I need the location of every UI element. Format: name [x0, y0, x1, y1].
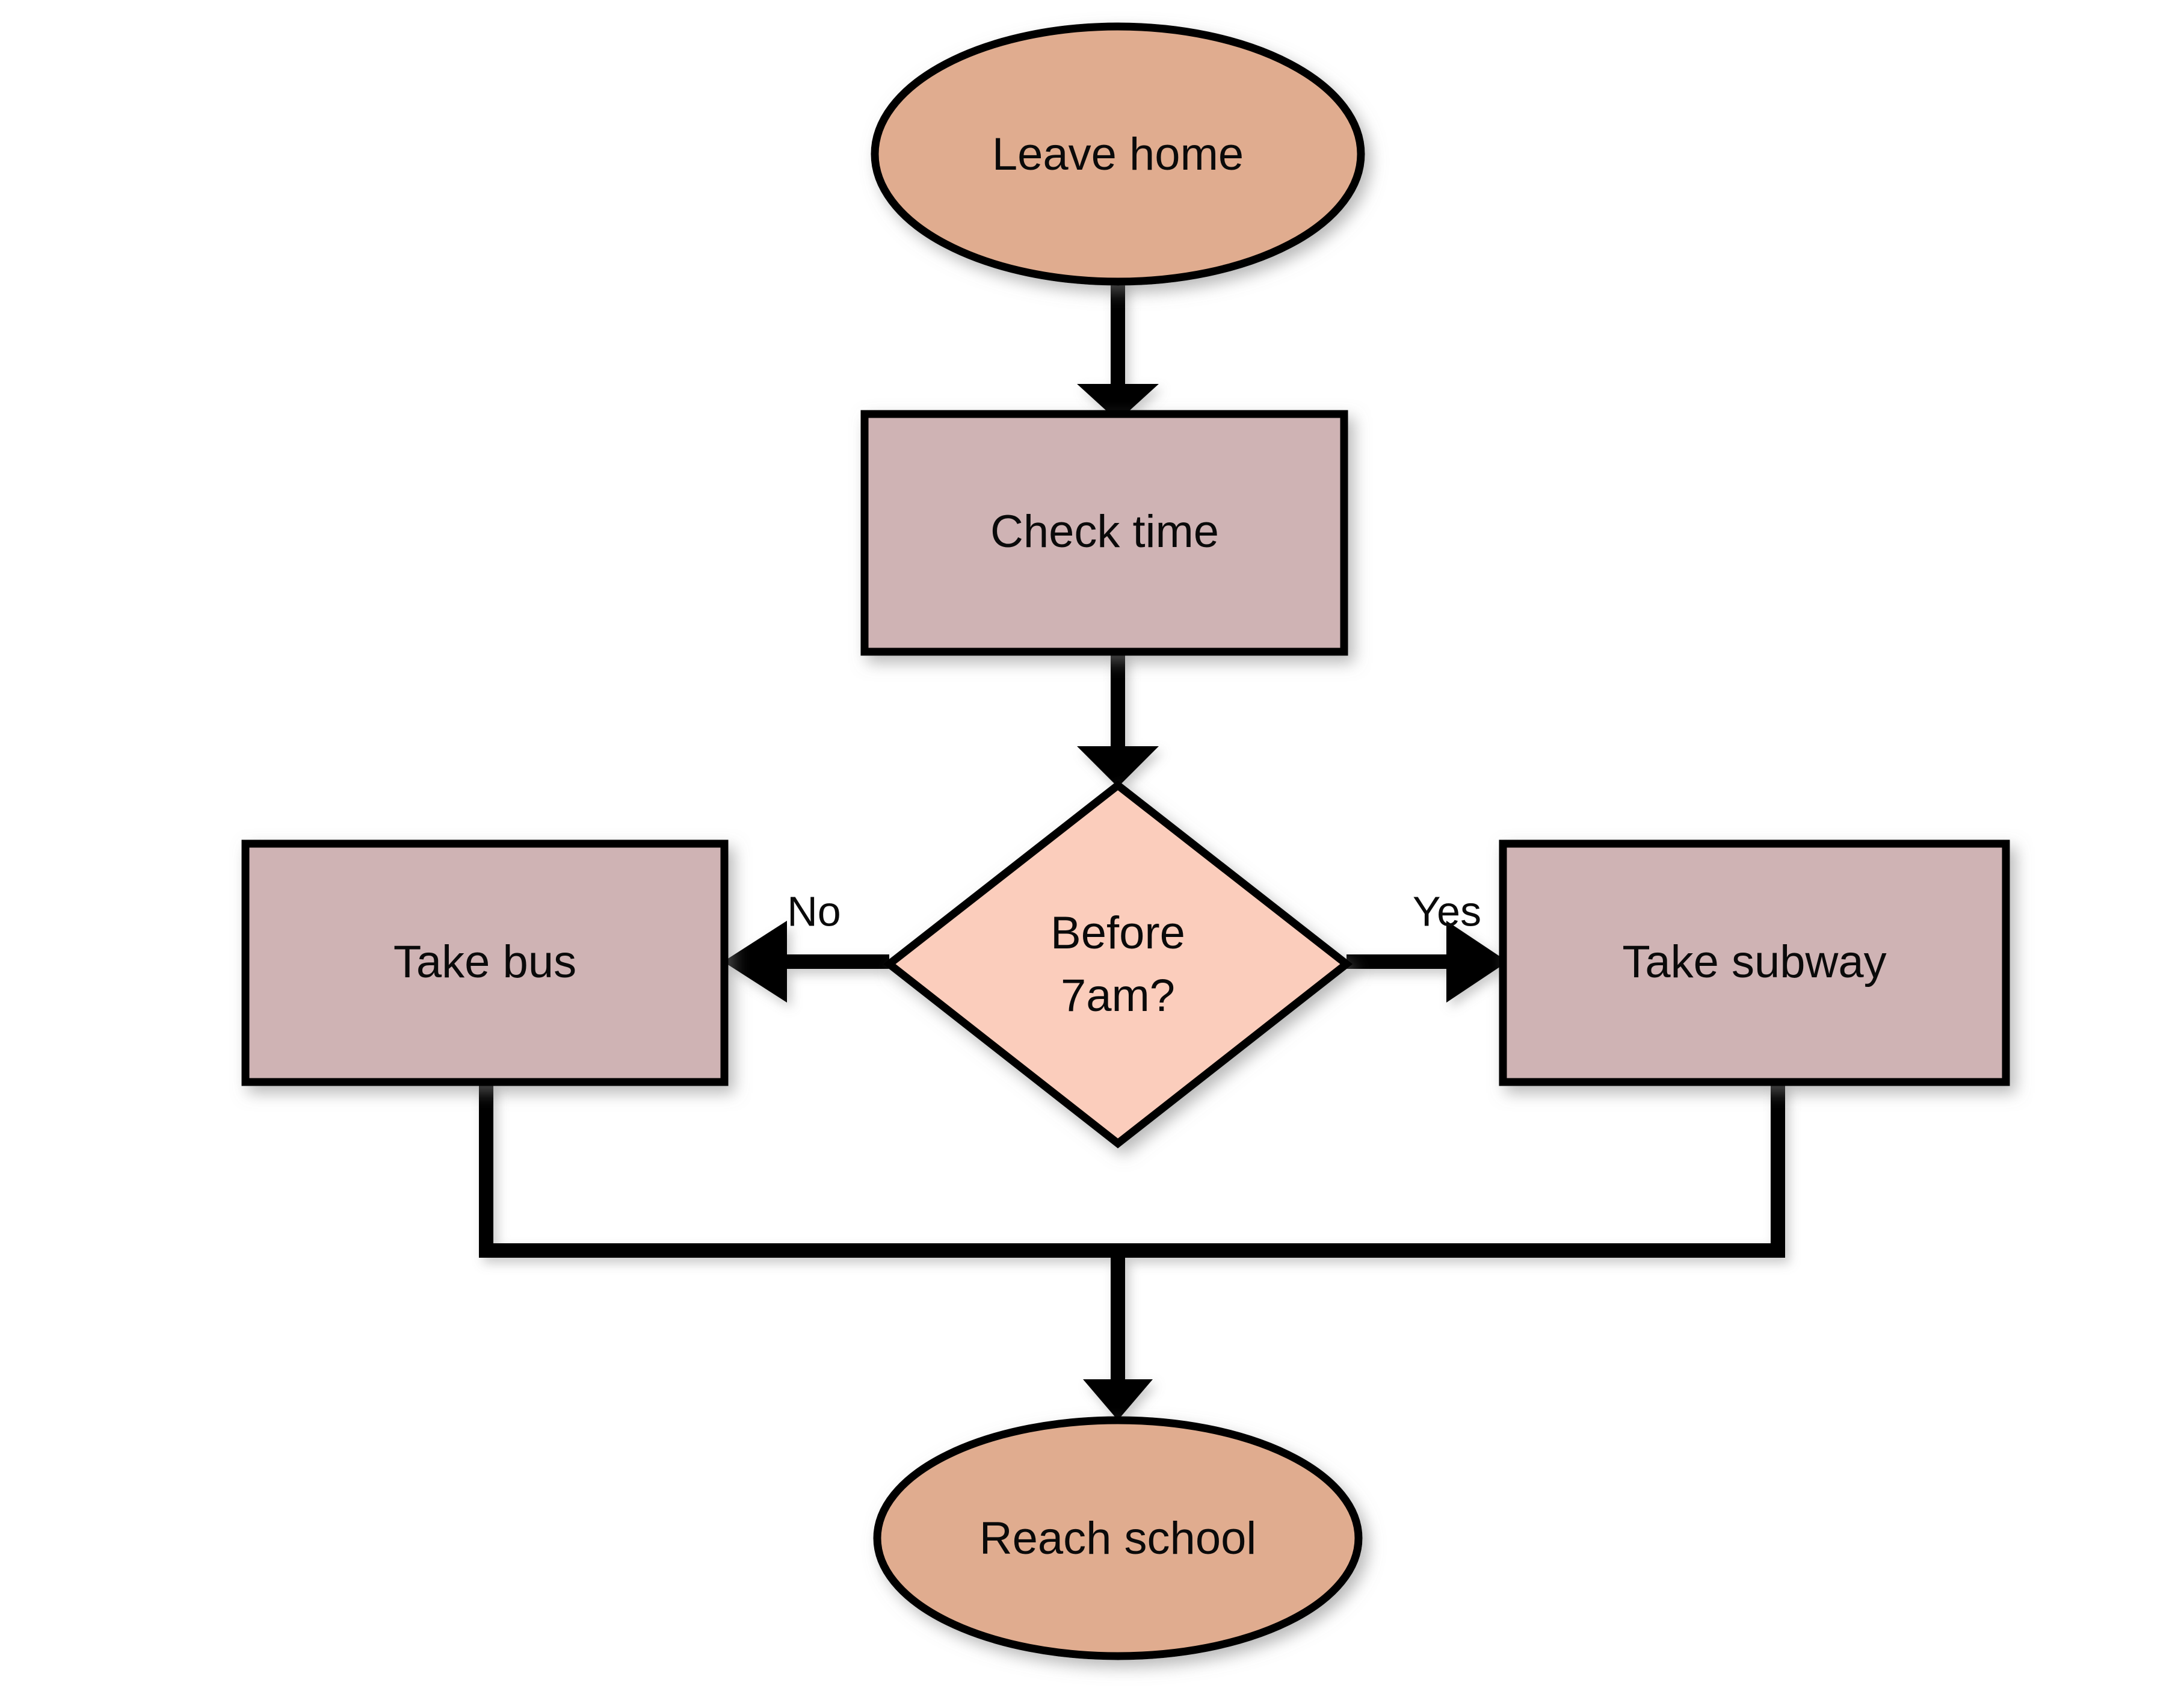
- check-time-label: Check time: [990, 506, 1219, 557]
- connector-leave-home-to-check-time: [1077, 278, 1159, 421]
- take-bus-label: Take bus: [393, 936, 576, 988]
- before-7am-diamond[interactable]: [883, 780, 1353, 1149]
- node-before-7am[interactable]: Before 7am?: [883, 780, 1353, 1149]
- connector-decision-to-take-bus: [723, 921, 889, 1003]
- before-7am-label-line1: Before: [1050, 907, 1185, 959]
- connector-decision-to-take-subway: [1346, 921, 1508, 1003]
- node-take-bus[interactable]: Take bus: [241, 839, 729, 1086]
- node-take-subway[interactable]: Take subway: [1499, 839, 2010, 1086]
- take-subway-label: Take subway: [1622, 936, 1886, 988]
- node-check-time[interactable]: Check time: [860, 410, 1348, 656]
- node-reach-school[interactable]: Reach school: [873, 1416, 1363, 1660]
- edge-label-no: No: [787, 888, 841, 935]
- leave-home-ellipse[interactable]: [871, 22, 1365, 286]
- connector-check-time-to-decision: [1077, 652, 1159, 787]
- reach-school-label: Reach school: [979, 1513, 1257, 1564]
- reach-school-ellipse[interactable]: [873, 1416, 1363, 1660]
- take-bus-rect[interactable]: [241, 839, 729, 1086]
- edge-label-yes: Yes: [1413, 888, 1481, 935]
- before-7am-label-line2: 7am?: [1061, 970, 1175, 1021]
- take-subway-rect[interactable]: [1499, 839, 2010, 1086]
- node-leave-home[interactable]: Leave home: [871, 22, 1365, 286]
- connector-merge-to-reach-school: [479, 1082, 1785, 1420]
- check-time-rect[interactable]: [860, 410, 1348, 656]
- leave-home-label: Leave home: [992, 129, 1244, 180]
